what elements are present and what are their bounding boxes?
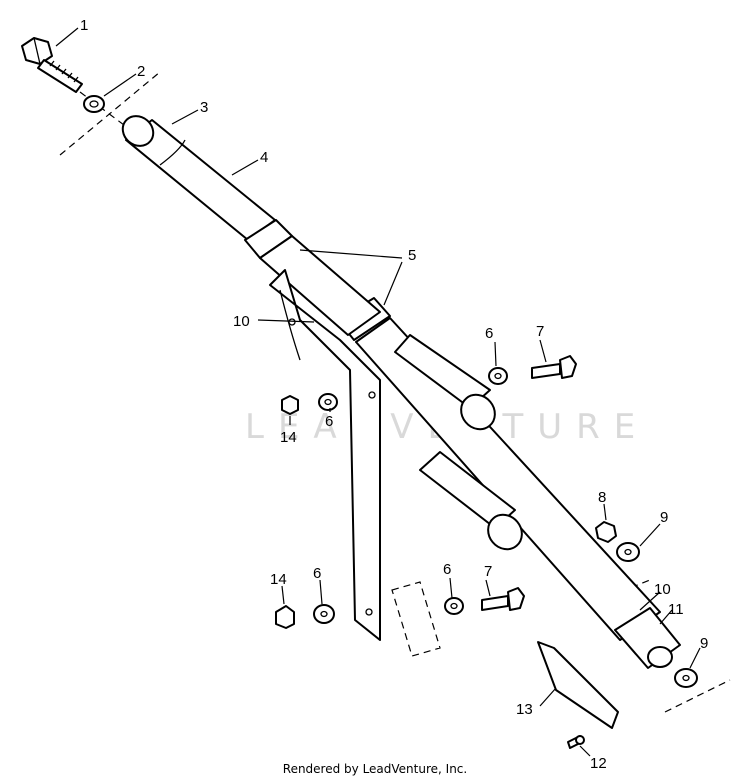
callout-13: 13 [516,701,533,718]
bolt-part-1 [21,37,83,93]
callout-7-lower: 7 [484,563,492,580]
washer-part-6-lower-right [444,597,464,615]
callout-1: 1 [80,17,88,34]
callout-9-upper: 9 [660,509,668,526]
nut-part-8 [595,521,617,543]
blade-part-13 [537,641,619,729]
bolt-part-7-lower [481,587,525,611]
backing-plate-outline [391,581,441,657]
callout-10-lower: 10 [654,581,671,598]
callout-12: 12 [590,755,607,772]
washer-part-9-upper [616,542,640,562]
washer-part-6-upper-right [488,367,508,385]
washer-part-6-upper-left [318,393,338,411]
tube-part-4 [121,115,276,241]
callout-2: 2 [137,63,145,80]
callout-10-upper: 10 [233,313,250,330]
callout-14-upper: 14 [280,429,297,446]
nut-part-14-upper [281,395,299,415]
tube-side-lower [419,451,523,551]
leader-lines [55,27,701,757]
bolt-part-7-upper [531,355,577,379]
callout-4: 4 [260,149,268,166]
callout-5: 5 [408,247,416,264]
tube-side-upper [394,334,496,431]
washer-part-6-lower-left [313,604,335,624]
callout-6-upper-right: 6 [485,325,493,342]
callout-6-upper-left: 6 [325,413,333,430]
callout-9-lower: 9 [700,635,708,652]
washer-part-9-lower [674,668,698,688]
callout-3: 3 [200,99,208,116]
callout-7-upper: 7 [536,323,544,340]
screw-part-12 [567,735,585,749]
callout-8: 8 [598,489,606,506]
tube-lower [355,317,681,669]
footer-credit: Rendered by LeadVenture, Inc. [282,762,468,776]
nut-part-14-lower [275,605,295,629]
callout-6-lower-left: 6 [313,565,321,582]
callout-6-lower-right: 6 [443,561,451,578]
callout-11: 11 [668,601,684,618]
bracket-plate [269,269,381,641]
tube-middle [259,235,381,336]
washer-part-2 [83,95,105,113]
callout-14-lower: 14 [270,571,287,588]
